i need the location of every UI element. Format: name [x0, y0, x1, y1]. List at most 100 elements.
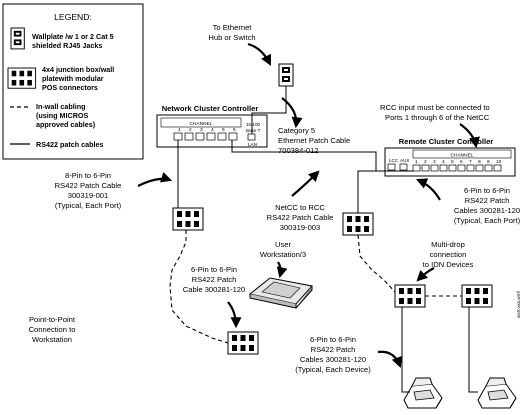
callout-arrows — [137, 42, 480, 369]
netcc-port-numbers: 1 2 3 4 5 6 — [178, 127, 236, 133]
svg-text:2: 2 — [424, 159, 427, 165]
cable-netcc-to-rcc — [231, 140, 414, 172]
legend-junction-3: POS connectors — [42, 83, 98, 92]
arrow-ethernet — [247, 42, 271, 66]
junction-box-icon — [7, 67, 37, 89]
netcc-channel-label: CHANNEL — [190, 121, 213, 127]
cable-rcc-to-jbox — [357, 170, 386, 213]
idn-cables-label-3: Cables 300281-120 — [300, 355, 366, 364]
idn-cables-label-2: RS422 Patch — [311, 345, 356, 354]
netcc-title: Network Cluster Controller — [162, 104, 259, 113]
rcc-cables-label-1: 6-Pin to 6-Pin — [464, 186, 510, 195]
legend: LEGEND: Wallplate /w 1 or 2 Cat 5 shield… — [2, 3, 144, 160]
idn-printer-1 — [403, 377, 443, 409]
svg-text:7: 7 — [469, 159, 472, 165]
netcc-side-3: LAN — [248, 142, 257, 147]
svg-text:5: 5 — [451, 159, 454, 165]
legend-junction-2: platewith modular — [42, 74, 104, 83]
user-ws-label-2: Workstation/3 — [260, 250, 306, 259]
legend-inwall-1: In-wall cabling — [36, 102, 86, 111]
cable-ethernet — [251, 86, 287, 134]
ethernet-label-1: To Ethernet — [213, 23, 253, 32]
wallplate-icon — [10, 27, 25, 50]
p2p-label-1: Point-to-Point — [29, 315, 76, 324]
netcc-rcc-label-2: RS422 Patch Cable — [267, 213, 334, 222]
cable-idn-2 — [468, 307, 478, 393]
pin8-label-3: 300319-001 — [68, 191, 109, 200]
ws-cable-label-1: 6-Pin to 6-Pin — [191, 265, 237, 274]
cat5-label-1: Category 5 — [278, 126, 315, 135]
junction-box-rcc — [342, 212, 374, 236]
junction-box-idn-2 — [461, 284, 493, 308]
rcc-note-2: Ports 1 through 6 of the NetCC — [385, 113, 490, 122]
rcc-cables-label-3: Cables 300281-120 — [454, 206, 520, 215]
legend-inwall-3: approved cables) — [36, 120, 96, 129]
p2p-label-2: Connection to — [29, 325, 76, 334]
ethernet-label-2: Hub or Switch — [208, 33, 255, 42]
rcc-channel-label: CHANNEL — [451, 153, 474, 159]
multidrop-label-1: Multi-drop — [431, 240, 465, 249]
arrow-user-ws — [276, 261, 288, 279]
legend-wallplate-2: shielded RJ45 Jacks — [32, 41, 102, 50]
svg-text:8: 8 — [478, 159, 481, 165]
multidrop-label-3: to IDN Devices — [423, 260, 474, 269]
ethernet-wallplate-icon — [278, 63, 294, 87]
svg-text:1: 1 — [415, 159, 418, 165]
netcc-lan-port — [247, 133, 256, 141]
svg-text:6: 6 — [460, 159, 463, 165]
svg-text:1: 1 — [178, 127, 181, 133]
legend-junction-1: 4x4 junction box/wall — [42, 65, 114, 74]
rs422-cables — [177, 86, 478, 393]
svg-text:2: 2 — [189, 127, 192, 133]
idn-cables-label-4: (Typical, Each Device) — [295, 365, 371, 374]
p2p-label-3: Workstation — [32, 335, 72, 344]
netcc-rcc-label-3: 300319-003 — [280, 223, 321, 232]
arrow-multidrop — [416, 267, 435, 282]
junction-box-workstation — [227, 331, 259, 355]
idn-cables-label-1: 6-Pin to 6-Pin — [310, 335, 356, 344]
cat5-label-2: Ethernet Patch Cable — [278, 136, 350, 145]
idn-printer-2 — [477, 377, 517, 409]
junction-box-idn-1 — [394, 284, 426, 308]
arrow-pin8 — [137, 172, 173, 187]
inwall-cables — [169, 230, 462, 344]
ws-cable-label-2: RS422 Patch — [192, 275, 237, 284]
cable-idn-1 — [401, 307, 410, 393]
svg-text:10: 10 — [496, 159, 502, 165]
arrow-idn — [377, 350, 403, 369]
user-workstation — [248, 277, 313, 309]
arrow-netcc-rcc — [291, 170, 320, 197]
inwall-rcc-to-idn — [357, 234, 396, 293]
arrow-ws — [227, 301, 242, 329]
svg-text:3: 3 — [433, 159, 436, 165]
legend-inwall-2: (using MICROS — [36, 111, 89, 120]
svg-text:3: 3 — [200, 127, 203, 133]
svg-text:4: 4 — [442, 159, 445, 165]
legend-title: LEGEND: — [54, 12, 92, 22]
arrow-rcc-note — [459, 123, 480, 149]
netcc-side-1: 10/100 — [246, 122, 260, 127]
inwall-jbox-to-ws — [169, 230, 229, 344]
svg-text:9: 9 — [487, 159, 490, 165]
rcc-title: Remote Cluster Controller — [399, 137, 494, 146]
rcc-port-numbers: 1 2 3 4 5 6 7 8 9 10 — [415, 159, 502, 165]
figure-id: wsS-xxx.wmf — [516, 290, 521, 318]
rcc-device: LCC AUX CHANNEL 1 2 3 4 5 6 7 8 9 10 — [384, 147, 516, 177]
user-ws-label-1: User — [275, 240, 292, 249]
multidrop-label-2: connection — [430, 250, 467, 259]
rcc-ports — [412, 164, 502, 172]
ws-cable-label-3: Cable 300281-120 — [183, 285, 246, 294]
legend-rs422: RS422 patch cables — [36, 140, 104, 149]
junction-box-netcc — [172, 207, 204, 231]
rcc-aux-label: AUX — [400, 158, 409, 163]
legend-wallplate-1: Wallplate /w 1 or 2 Cat 5 — [32, 32, 114, 41]
svg-text:4: 4 — [211, 127, 214, 133]
rcc-lcc-label: LCC — [389, 158, 399, 163]
rcc-cables-label-4: (Typical, Each Port) — [454, 216, 521, 225]
svg-text:6: 6 — [233, 127, 236, 133]
netcc-rcc-label-1: NetCC to RCC — [275, 203, 325, 212]
cat5-label-3: 700384-012 — [278, 146, 319, 155]
pin8-label-2: RS422 Patch Cable — [55, 181, 122, 190]
pin8-label-1: 8-Pin to 6-Pin — [65, 171, 111, 180]
